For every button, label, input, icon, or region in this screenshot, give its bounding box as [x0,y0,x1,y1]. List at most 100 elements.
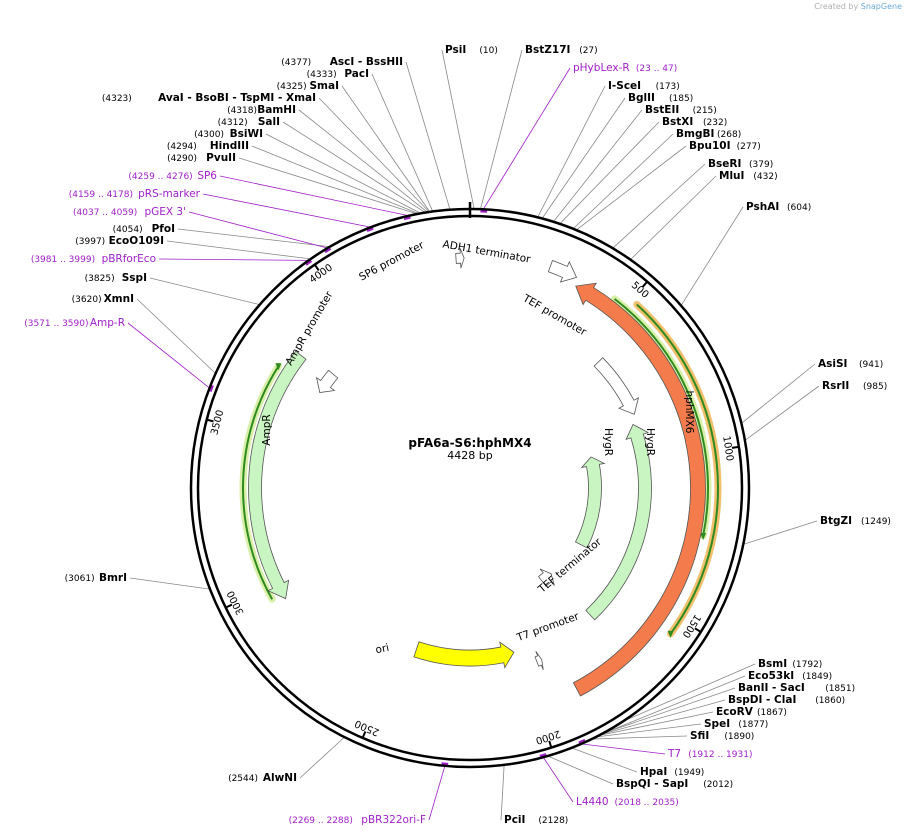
feature-label: T7 promoter [514,610,581,644]
primer-arc [636,303,719,635]
site-coords: (3981 .. 3999) [31,255,95,265]
site-name: pGEX 3' [144,206,186,218]
label-leader-lines [127,49,820,821]
site-coords: (1949) [674,768,704,778]
site-coords: (215) [693,106,717,116]
site-name: AscI - BssHII [330,56,403,68]
site-name: I-SceI [608,80,641,92]
feature-arrow-sp6-promoter [455,248,465,269]
leader-line [630,175,717,260]
feature-label: TEF terminator [535,536,604,597]
site-name: L4440 [576,796,609,808]
site-name: SmaI [310,80,340,92]
site-name: pBR322ori-F [361,814,426,826]
site-name: AvaI - BsoBI - TspMI - XmaI [158,92,316,104]
leader-line [127,322,209,388]
feature-label: hphMX6 [683,391,695,434]
site-coords: (1249) [861,517,891,527]
site-coords: (4294) [167,142,197,152]
leader-line [744,520,818,545]
ruler-tick [361,731,367,739]
site-name: PacI [344,68,369,80]
leader-line [149,277,259,305]
leader-line [188,211,327,249]
feature-label: HygR [644,428,656,456]
site-coords: (4323) [102,94,132,104]
primer-arc [242,365,280,600]
site-name: SspI [122,272,147,284]
site-coords: (985) [863,382,887,392]
site-name: BsiWI [230,128,263,140]
feature-arrow-hphmx6 [572,282,706,697]
feature-arrow-tef-terminator [537,568,555,587]
site-coords: (2012) [703,780,733,790]
leader-line [549,756,614,785]
leader-line [627,663,756,720]
site-name: pHybLex-R [573,62,630,74]
leader-line [441,49,475,209]
leader-line [500,765,505,821]
ruler-tick [313,264,320,271]
site-name: EcoO109I [109,235,164,247]
feature-label: TEF promoter [520,292,589,339]
ruler-tick [206,418,214,423]
site-coords: (941) [859,360,883,370]
site-coords: (23 .. 47) [636,64,677,74]
feature-label: HygR [602,428,614,456]
feature-arrow-ori [413,641,515,669]
site-coords: (4318) [227,106,257,116]
site-name: SalI [258,116,280,128]
ruler-tick-label: 1000 [720,435,735,462]
site-coords: (232) [703,118,727,128]
leader-line [572,748,638,773]
site-name: BseRI [708,158,741,170]
leader-line [583,743,666,755]
feature-label: ADH1 terminator [442,238,532,265]
site-name: BmrI [99,572,127,584]
leader-line [604,699,726,734]
site-coords: (4159 .. 4178) [69,190,133,200]
site-name: pBRforEco [102,253,156,265]
site-name: BspQI - SapI [616,778,688,790]
site-name: Bpu10I [689,140,731,152]
site-coords: (3620) [72,295,102,305]
primer-site-mark [403,216,411,221]
ruler-tick [225,603,233,609]
leader-line [251,145,418,214]
site-name: PsiI [445,44,466,56]
primer-site-mark [578,738,586,744]
site-name: RsrII [822,380,849,392]
ruler-tick-label: 3500 [209,409,226,436]
feature-label: ori [374,642,390,657]
feature-arrow-ampr-promoter [315,369,339,393]
site-coords: (4325) [277,82,307,92]
site-coords: (3061) [65,574,95,584]
site-coords: (4312) [218,118,248,128]
feature-label: AmpR [261,414,273,445]
leader-line [542,97,626,218]
site-name: AlwNI [263,772,297,784]
backbone-inner-ring [196,214,744,762]
leader-line [543,757,574,803]
leader-line [480,49,523,209]
leader-line [613,163,706,248]
feature-arrow-hygr [585,423,652,621]
leader-line [405,61,451,209]
site-name: HpaI [640,766,667,778]
site-coords: (1849) [802,672,832,682]
leader-line [483,67,571,209]
site-coords: (1912 .. 1931) [688,750,752,760]
leader-line [553,109,643,222]
leader-line [681,206,744,305]
snapgene-brand: SnapGene [860,2,902,11]
site-coords: (4300) [194,130,224,140]
site-coords: (4037 .. 4059) [73,208,137,218]
leader-line [298,109,427,212]
leader-line [318,97,429,212]
primer-arrowhead [275,363,282,371]
leader-line [282,121,425,213]
leader-line [371,73,433,211]
primer-arcs [239,295,722,638]
site-name: BglII [628,92,655,104]
site-name: T7 [667,748,681,760]
